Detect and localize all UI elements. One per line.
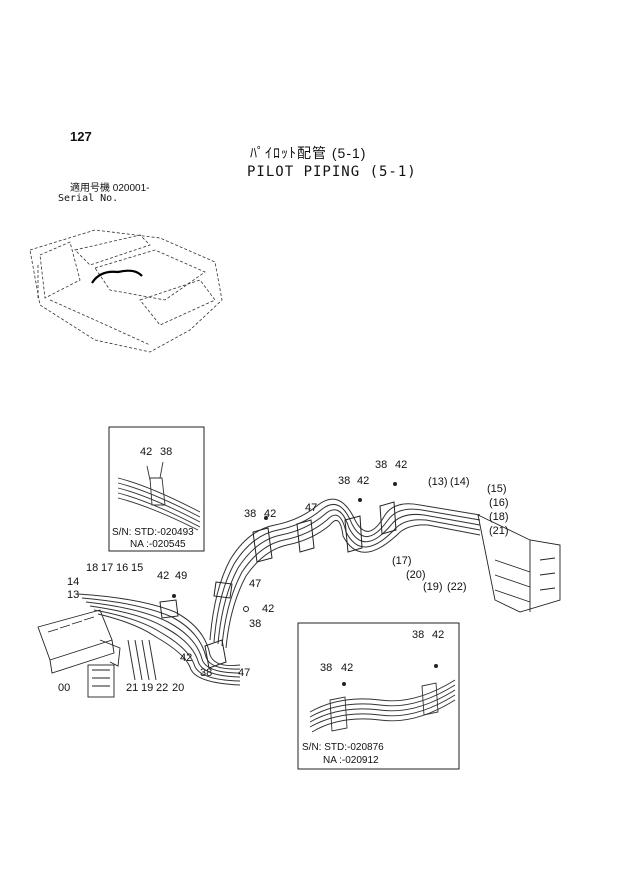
callout-clamp-42-b: 42 <box>180 652 193 664</box>
serial-std-range-br: S/N: STD:-020876 <box>302 742 384 753</box>
callout-ref-13: (13) <box>428 476 448 488</box>
callout-ref-19: (19) <box>423 581 443 593</box>
right-control-valve <box>477 514 561 613</box>
machine-overview-sketch <box>29 229 223 353</box>
page-title-japanese: ﾊﾟｲﾛｯﾄ配管 (5-1) <box>250 145 367 161</box>
inset-hose-bundle-top-left <box>117 461 201 531</box>
callout-00: 00 <box>58 682 71 694</box>
callout-ref-17: (17) <box>392 555 412 567</box>
callout-clamp-38-b: 38 <box>249 618 262 630</box>
page-title: PILOT PIPING (5-1) <box>247 164 417 180</box>
callout-ref-22: (22) <box>447 581 467 593</box>
callout-22: 22 <box>156 682 169 694</box>
callout-ref-20: (20) <box>406 569 426 581</box>
inset-frame-top-left <box>108 426 205 552</box>
callout-clamp-42-f: 42 <box>395 459 408 471</box>
callout-clamp-38-d: 38 <box>338 475 351 487</box>
callout-inset-br-38-a: 38 <box>412 629 425 641</box>
pilot-hose-highlight <box>91 269 143 284</box>
callout-clamp-49: 49 <box>175 570 188 582</box>
inset-frame-bottom-right <box>297 622 460 770</box>
callout-clamp-47-a: 47 <box>238 667 251 679</box>
callout-clamp-38-e: 38 <box>375 459 388 471</box>
callout-15: 15 <box>131 562 144 574</box>
callout-inset-br-38-b: 38 <box>320 662 333 674</box>
hose-clamps <box>159 501 397 669</box>
callout-14: 14 <box>67 576 80 588</box>
callout-13: 13 <box>67 589 80 601</box>
callout-clamp-42-e: 42 <box>357 475 370 487</box>
callout-clamp-42-c: 42 <box>262 603 275 615</box>
left-control-valve <box>37 609 121 698</box>
callout-ref-15: (15) <box>487 483 507 495</box>
callout-ref-16: (16) <box>489 497 509 509</box>
serial-na-range-br: NA :-020912 <box>323 755 379 766</box>
serial-na-range: NA :-020545 <box>130 539 186 550</box>
callout-ref-14: (14) <box>450 476 470 488</box>
callout-ref-21: (21) <box>489 525 509 537</box>
callout-17: 17 <box>101 562 114 574</box>
serial-applicable-label: 適用号機 020001- <box>70 183 150 194</box>
inset-hose-bundle-bottom-right <box>309 679 456 733</box>
main-hose-bundle <box>209 498 481 649</box>
callout-clamp-47-c: 47 <box>305 502 318 514</box>
callout-16: 16 <box>116 562 129 574</box>
callout-18: 18 <box>86 562 99 574</box>
callout-inset-42: 42 <box>140 446 153 458</box>
callout-19: 19 <box>141 682 154 694</box>
callout-ref-18: (18) <box>489 511 509 523</box>
callout-clamp-47-b: 47 <box>249 578 262 590</box>
callout-clamp-42-a: 42 <box>157 570 170 582</box>
callout-21: 21 <box>126 682 139 694</box>
callout-clamp-42-d: 42 <box>264 508 277 520</box>
callout-20: 20 <box>172 682 185 694</box>
callout-inset-br-42-b: 42 <box>341 662 354 674</box>
fastener-marks <box>172 482 438 686</box>
callout-clamp-38-a: 38 <box>200 667 213 679</box>
page-number: 127 <box>70 129 92 144</box>
callout-clamp-38-c: 38 <box>244 508 257 520</box>
callout-inset-br-42-a: 42 <box>432 629 445 641</box>
callout-inset-38: 38 <box>160 446 173 458</box>
serial-number-label: Serial No. <box>58 193 119 204</box>
serial-std-range: S/N: STD:-020493 <box>112 527 194 538</box>
left-valve-hoses <box>77 593 241 686</box>
